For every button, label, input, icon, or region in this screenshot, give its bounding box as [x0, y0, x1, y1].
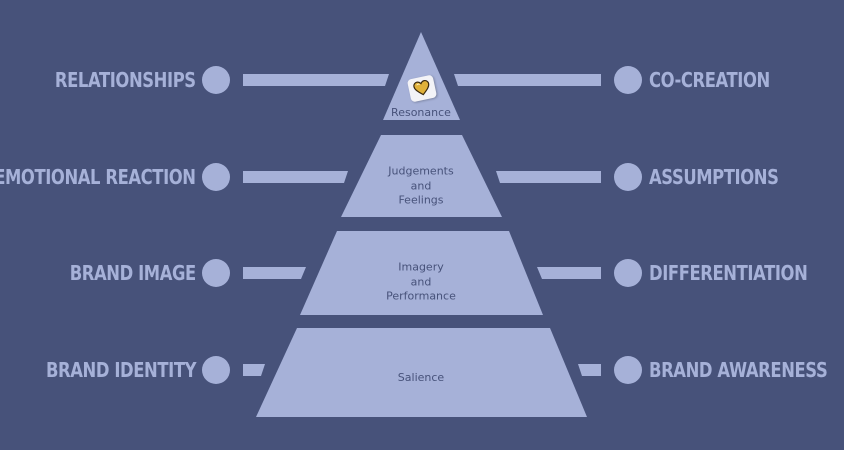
right-label-differentiation: DIFFERENTIATION [649, 261, 808, 285]
left-label-relationships: RELATIONSHIPS [55, 68, 196, 92]
right-dot-2 [614, 163, 642, 191]
right-dot-1 [614, 66, 642, 94]
connector-right-1 [454, 74, 601, 86]
heart-badge [406, 74, 438, 103]
right-label-co-creation: CO-CREATION [649, 68, 770, 92]
right-label-brand-awareness: BRAND AWARENESS [649, 358, 828, 382]
left-dot-3 [202, 259, 230, 287]
right-dot-3 [614, 259, 642, 287]
left-label-emotional-reaction: EMOTIONAL REACTION [0, 165, 196, 189]
connector-left-3 [243, 267, 306, 279]
tier-label-salience: Salience [397, 370, 445, 384]
tier-label-judgements: Judgements and Feelings [388, 164, 454, 207]
tier-label-imagery: Imagery and Performance [386, 260, 456, 303]
pyramid-tier-salience [256, 328, 587, 417]
pyramid-tier-imagery [300, 231, 543, 315]
connector-right-2 [496, 171, 601, 183]
heart-icon [413, 79, 430, 96]
pyramid-tier-judgements [341, 135, 502, 217]
connector-left-1 [243, 74, 389, 86]
left-dot-2 [202, 163, 230, 191]
left-label-brand-identity: BRAND IDENTITY [45, 358, 197, 382]
connector-left-4 [243, 364, 265, 376]
tier-label-resonance: Resonance [391, 105, 451, 119]
right-label-assumptions: ASSUMPTIONS [649, 165, 779, 189]
left-dot-1 [202, 66, 230, 94]
left-dot-4 [202, 356, 230, 384]
connector-right-3 [537, 267, 601, 279]
right-dot-4 [614, 356, 642, 384]
connector-left-2 [243, 171, 348, 183]
connector-right-4 [578, 364, 601, 376]
left-label-brand-image: BRAND IMAGE [69, 261, 197, 285]
